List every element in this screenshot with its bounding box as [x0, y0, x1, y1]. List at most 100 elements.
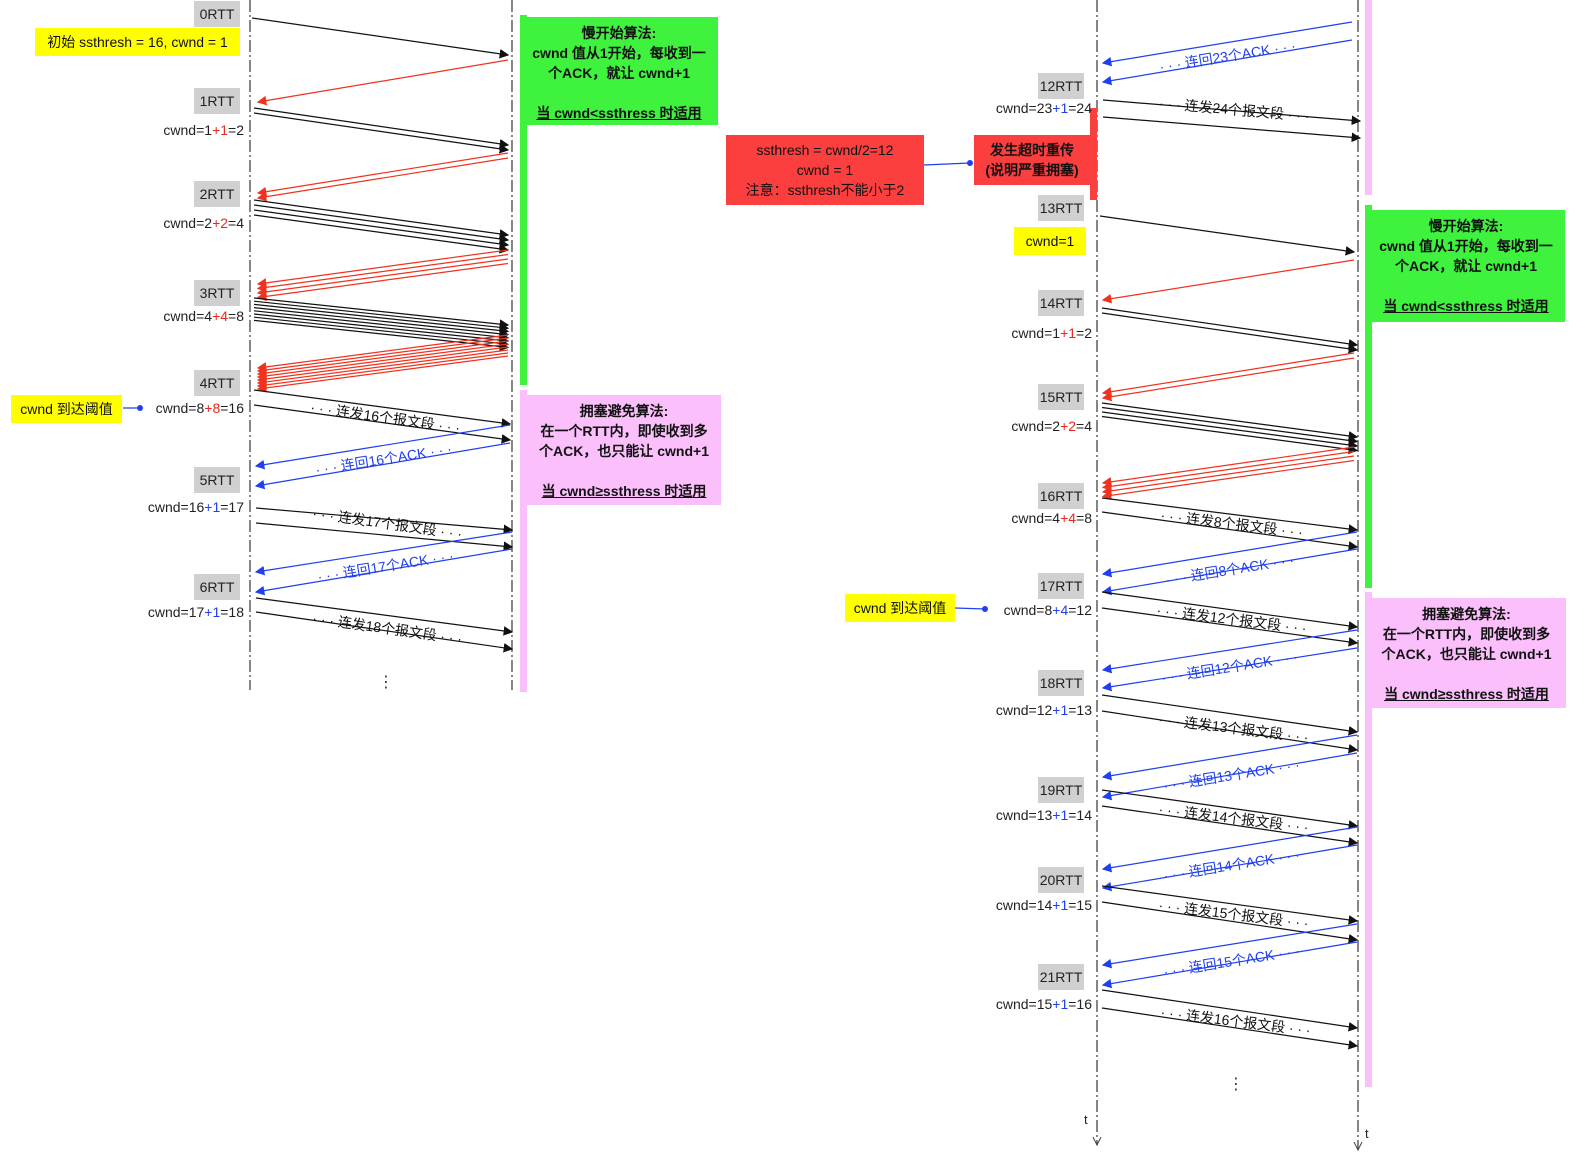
- cwnd-value: cwnd=2+2=4: [982, 418, 1092, 434]
- threshold-reached-note-left: cwnd 到达阈值: [11, 395, 122, 423]
- cong-avoid-line2: 个ACK，也只能让 cwnd+1: [1381, 646, 1552, 662]
- segment-arrow: [253, 214, 510, 254]
- right-congestion-avoidance-bar: [1365, 592, 1372, 1087]
- segment-arrow: [253, 319, 510, 352]
- cwnd-post: =16: [220, 400, 244, 416]
- segment-arrow: [253, 310, 510, 342]
- ack-arrow: [1101, 647, 1358, 692]
- segment-arrow: [1101, 312, 1359, 354]
- ack-arrow: [256, 334, 509, 372]
- ack-arrow: [256, 258, 509, 297]
- segment-arrow: [1101, 885, 1359, 925]
- ack-arrow: [256, 253, 509, 293]
- segment-arrow: [1101, 694, 1359, 736]
- rtt-label: 2RTT: [194, 181, 240, 207]
- segment-arrow: [253, 204, 510, 244]
- segment-arrow: [1101, 989, 1359, 1032]
- left-congestion-avoidance-bar: [520, 390, 527, 692]
- segment-arrow: [253, 107, 510, 149]
- cwnd-pre: cwnd=1: [1011, 325, 1061, 341]
- segment-arrow: [255, 507, 514, 535]
- cwnd-inc: +4: [1052, 602, 1069, 618]
- cwnd-inc: +1: [1052, 702, 1069, 718]
- time-axis-label-receiver: t: [1365, 1126, 1369, 1141]
- cwnd-value: cwnd=8+8=16: [134, 400, 244, 416]
- continuation-dots-right: ⋮: [1228, 1076, 1244, 1093]
- segment-arrow: [253, 112, 510, 154]
- cwnd-value: cwnd=23+1=24: [982, 100, 1092, 116]
- ack-arrow: [256, 249, 509, 288]
- segment-arrow: [251, 17, 510, 59]
- timeout-line1: 发生超时重传: [990, 142, 1074, 158]
- cwnd-inc: +1: [1060, 325, 1077, 341]
- connector-dot: [137, 405, 143, 411]
- threshold-reached-note-right: cwnd 到达阈值: [845, 594, 955, 622]
- connector-dot: [967, 160, 973, 166]
- rtt-label: 1RTT: [194, 88, 240, 114]
- segment-arrow: [1101, 402, 1359, 441]
- ack-arrow: [256, 349, 509, 387]
- connector-dot: [982, 606, 988, 612]
- ack-arrow: [256, 355, 509, 393]
- ack-arrow: [1101, 826, 1358, 873]
- cwnd-pre: cwnd=8: [155, 400, 205, 416]
- ack-arrow: [1101, 259, 1355, 304]
- ssthresh-line2: cwnd = 1: [796, 162, 854, 178]
- cwnd-post: =8: [1076, 510, 1092, 526]
- ack-arrow: [256, 337, 509, 375]
- rtt-label: 12RTT: [1038, 73, 1084, 99]
- segment-arrow: [1101, 511, 1359, 551]
- ack-arrow: [1101, 357, 1355, 402]
- rtt-label: 6RTT: [194, 574, 240, 600]
- segment-arrow: [1101, 415, 1359, 455]
- slow-start-note-right: 慢开始算法: cwnd 值从1开始，每收到一 个ACK，就让 cwnd+1 当 …: [1367, 210, 1565, 322]
- time-arrow-head: [1353, 1141, 1363, 1152]
- timeout-note: 发生超时重传 (说明严重拥塞): [974, 135, 1090, 185]
- cwnd-post: =24: [1068, 100, 1092, 116]
- cwnd-post: =13: [1068, 702, 1092, 718]
- segment-arrow: [1099, 215, 1356, 256]
- cwnd-post: =8: [228, 308, 244, 324]
- slow-start-note-left: 慢开始算法: cwnd 值从1开始，每收到一 个ACK，就让 cwnd+1 当 …: [520, 17, 718, 125]
- ack-arrow: [256, 59, 509, 106]
- cwnd-value: cwnd=4+4=8: [134, 308, 244, 324]
- cong-avoid-rule: 当 cwnd≥ssthress 时适用: [1384, 686, 1549, 702]
- segment-arrow: [1101, 307, 1359, 349]
- slow-start-line1: cwnd 值从1开始，每收到一: [532, 45, 706, 61]
- ack-arrow: [1101, 352, 1355, 397]
- left-slow-start-bar: [520, 15, 527, 385]
- slow-start-line2: 个ACK，就让 cwnd+1: [1395, 258, 1537, 274]
- note-connector: [954, 607, 986, 610]
- cong-avoid-title: 拥塞避免算法:: [1422, 606, 1511, 622]
- cwnd-pre: cwnd=1: [163, 122, 213, 138]
- segment-arrow: [1101, 1007, 1359, 1050]
- segment-arrow: [253, 209, 510, 249]
- segment-arrow: [1101, 406, 1359, 446]
- slow-start-title: 慢开始算法:: [1428, 218, 1504, 234]
- ack-arrow: [1101, 446, 1355, 487]
- rtt-label: 18RTT: [1038, 670, 1084, 696]
- rtt-label: 0RTT: [194, 1, 240, 27]
- ack-arrow: [256, 157, 509, 202]
- ack-arrow: [1101, 39, 1353, 86]
- slow-start-line1: cwnd 值从1开始，每收到一: [1379, 238, 1553, 254]
- segment-arrow: [1102, 116, 1362, 143]
- cwnd-pre: cwnd=16: [147, 499, 205, 515]
- cwnd-pre: cwnd=13: [995, 807, 1053, 823]
- cwnd-pre: cwnd=8: [1003, 602, 1053, 618]
- ack-arrow: [1101, 734, 1358, 781]
- segment-arrow: [253, 300, 510, 333]
- ack-arrow: [1101, 531, 1358, 578]
- segment-arrow: [1101, 789, 1359, 830]
- segment-arrow: [1101, 591, 1359, 631]
- rtt-label: 5RTT: [194, 467, 240, 493]
- cwnd-value: cwnd=8+4=12: [982, 602, 1092, 618]
- ack-arrow: [254, 548, 513, 596]
- segment-arrow: [255, 611, 514, 653]
- segment-arrow: [1101, 901, 1359, 944]
- cwnd-post: =16: [1068, 996, 1092, 1012]
- ack-arrow: [256, 343, 509, 381]
- segment-arrow: [1101, 805, 1359, 847]
- ack-arrow: [1101, 941, 1358, 989]
